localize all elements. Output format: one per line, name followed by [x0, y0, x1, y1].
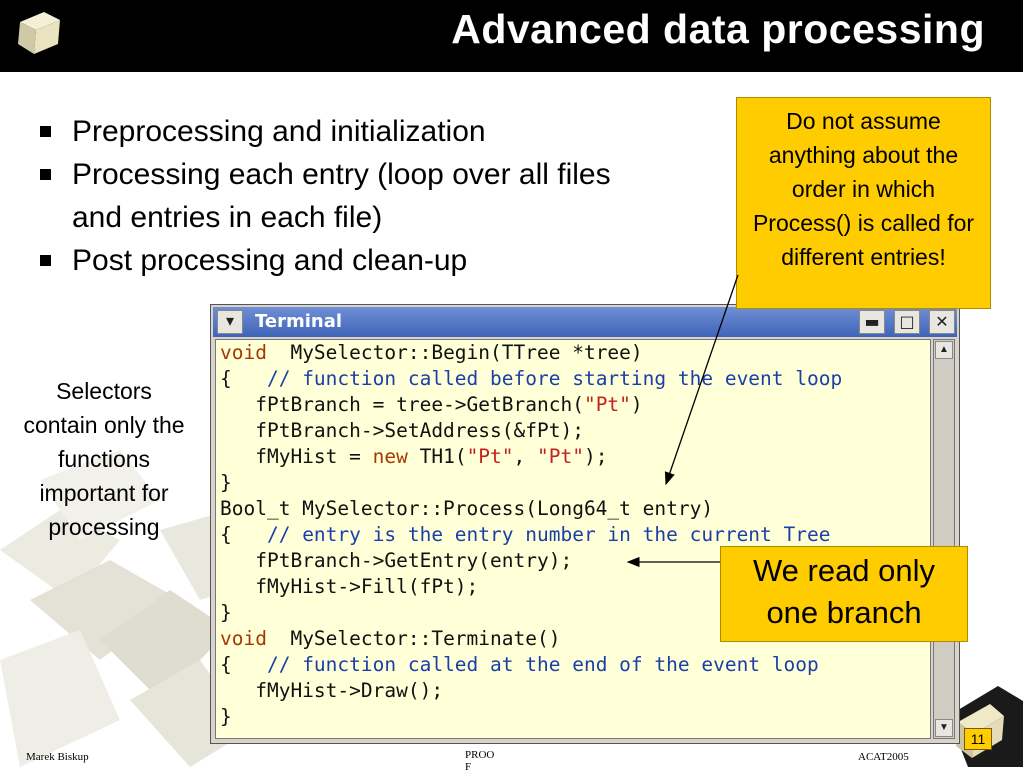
- code-token: MySelector::Begin(TTree *tree): [266, 341, 643, 364]
- code-line: fMyHist->Draw();: [216, 678, 930, 704]
- code-token: fPtBranch->GetEntry(entry);: [220, 549, 573, 572]
- minimize-icon[interactable]: ▬: [859, 310, 885, 334]
- code-token: }: [220, 471, 232, 494]
- order-warning-callout: Do not assume anything about the order i…: [736, 97, 991, 309]
- code-token: ,: [513, 445, 538, 468]
- title-bar: Advanced data processing: [0, 0, 1023, 72]
- code-line: fPtBranch->GetEntry(entry);: [216, 548, 930, 574]
- code-token: fPtBranch = tree->GetBranch(: [220, 393, 584, 416]
- code-line: { // entry is the entry number in the cu…: [216, 522, 930, 548]
- code-token: }: [220, 705, 232, 728]
- code-token: new: [372, 445, 408, 468]
- code-line: void MySelector::Begin(TTree *tree): [216, 340, 930, 366]
- cube-logo-icon: [18, 12, 60, 54]
- bullet-text: Processing each entry (loop over all fil…: [72, 158, 611, 234]
- bullet-text: Post processing and clean-up: [72, 244, 468, 277]
- code-token: );: [583, 445, 608, 468]
- selectors-note: Selectors contain only the functions imp…: [23, 378, 185, 540]
- chevron-down-icon[interactable]: ▾: [217, 310, 243, 334]
- page-number: 11: [964, 728, 992, 750]
- bullet-square-icon: [40, 255, 51, 266]
- code-token: {: [220, 523, 267, 546]
- bullet-square-icon: [40, 126, 51, 137]
- code-token: "Pt": [583, 393, 631, 416]
- page-title: Advanced data processing: [451, 6, 985, 52]
- code-token: "Pt": [537, 445, 584, 468]
- code-token: fMyHist =: [220, 445, 373, 468]
- code-token: void: [220, 627, 267, 650]
- footer-center: PROO F: [465, 749, 495, 773]
- bullet-square-icon: [40, 169, 51, 180]
- code-line: fPtBranch = tree->GetBranch("Pt"): [216, 392, 930, 418]
- code-line: fMyHist->Fill(fPt);: [216, 574, 930, 600]
- code-token: fMyHist->Fill(fPt);: [220, 575, 479, 598]
- code-token: {: [220, 367, 267, 390]
- code-token: // function called at the end of the eve…: [266, 653, 819, 676]
- bullet-item: Preprocessing and initialization: [38, 110, 638, 153]
- code-token: }: [220, 601, 232, 624]
- scroll-up-icon[interactable]: ▲: [935, 341, 953, 359]
- scrollbar[interactable]: ▲ ▼: [933, 339, 955, 739]
- terminal-title: Terminal: [255, 311, 343, 332]
- bullet-item: Post processing and clean-up: [38, 239, 638, 282]
- code-token: TH1(: [407, 445, 467, 468]
- terminal-titlebar[interactable]: ▾ Terminal ▬ □ ✕: [213, 307, 957, 337]
- maximize-icon[interactable]: □: [894, 310, 920, 334]
- code-line: }: [216, 600, 930, 626]
- code-token: // function called before starting the e…: [266, 367, 843, 390]
- code-token: ): [630, 393, 643, 416]
- bullet-item: Processing each entry (loop over all fil…: [38, 153, 638, 239]
- code-line: fPtBranch->SetAddress(&fPt);: [216, 418, 930, 444]
- code-token: // entry is the entry number in the curr…: [266, 523, 831, 546]
- code-token: {: [220, 653, 267, 676]
- code-token: Bool_t MySelector::Process(Long64_t entr…: [220, 497, 714, 520]
- terminal-code-area[interactable]: void MySelector::Begin(TTree *tree){ // …: [215, 339, 931, 739]
- close-icon[interactable]: ✕: [929, 310, 955, 334]
- footer-author: Marek Biskup: [26, 751, 89, 763]
- code-line: }: [216, 470, 930, 496]
- code-line: fMyHist = new TH1("Pt", "Pt");: [216, 444, 930, 470]
- code-token: void: [220, 341, 267, 364]
- code-token: MySelector::Terminate(): [266, 627, 561, 650]
- code-token: "Pt": [466, 445, 514, 468]
- code-line: }: [216, 704, 930, 730]
- scroll-down-icon[interactable]: ▼: [935, 719, 953, 737]
- bullet-list: Preprocessing and initialization Process…: [38, 110, 638, 282]
- code-line: { // function called before starting the…: [216, 366, 930, 392]
- code-line: { // function called at the end of the e…: [216, 652, 930, 678]
- footer-conference: ACAT2005: [858, 751, 909, 763]
- code-line: Bool_t MySelector::Process(Long64_t entr…: [216, 496, 930, 522]
- bullet-text: Preprocessing and initialization: [72, 115, 486, 148]
- one-branch-callout: We read only one branch: [720, 546, 968, 642]
- code-line: void MySelector::Terminate(): [216, 626, 930, 652]
- terminal-window: ▾ Terminal ▬ □ ✕ void MySelector::Begin(…: [210, 304, 960, 744]
- code-token: fPtBranch->SetAddress(&fPt);: [220, 419, 584, 442]
- code-token: fMyHist->Draw();: [220, 679, 444, 702]
